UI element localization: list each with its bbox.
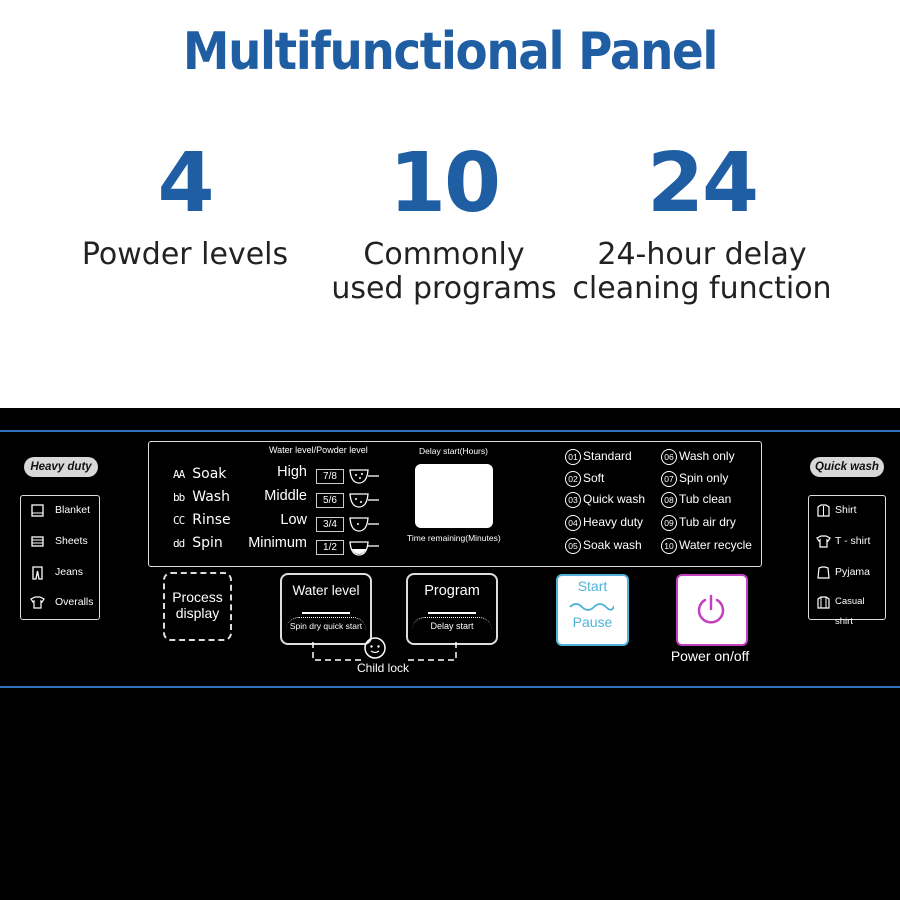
stat-delay: 24 24-hour delay cleaning function <box>562 138 842 306</box>
stage-label: Rinse <box>192 512 231 528</box>
stage-label: Spin <box>192 535 223 551</box>
level-fraction: 7/8 <box>316 469 344 484</box>
item-label: Sheets <box>55 535 88 547</box>
power-button[interactable] <box>676 574 748 646</box>
list-item: Jeans <box>21 562 99 582</box>
list-item: Casual shirt <box>809 592 885 627</box>
item-label: T - shirt <box>835 535 871 547</box>
level-label-minimum: Minimum <box>248 535 307 551</box>
start-pause-button[interactable]: Start Pause <box>556 574 629 646</box>
item-label: Blanket <box>55 504 91 516</box>
list-item: Shirt <box>809 500 885 520</box>
heavy-duty-list: Blanket Sheets Jeans Overalls <box>20 495 100 620</box>
item-label: Pyjama <box>835 566 871 578</box>
pause-label: Pause <box>572 614 613 630</box>
control-panel: Heavy duty Blanket Sheets Jeans Overalls… <box>0 408 900 900</box>
page-title: Multifunctional Panel <box>182 22 719 82</box>
water-powder-title: Water level/Powder level <box>269 445 368 455</box>
button-label: Water level <box>292 583 360 598</box>
quick-wash-list: Shirt T - shirt Pyjama Casual shirt <box>808 495 886 627</box>
button-bar <box>428 612 476 614</box>
list-item: T - shirt <box>809 531 885 551</box>
quick-wash-badge: Quick wash <box>810 457 884 477</box>
stat-label: Commonly used programs <box>331 237 557 306</box>
stat-number: 4 <box>157 136 214 231</box>
stage-spin: dd Spin <box>173 535 223 551</box>
stat-powder-levels: 4 Powder levels <box>45 138 325 272</box>
segment-glyph: AA <box>173 468 185 481</box>
item-label: Casual shirt <box>835 596 865 627</box>
stage-label: Wash <box>192 489 230 505</box>
item-label: Jeans <box>55 566 84 578</box>
stat-programs: 10 Commonly used programs <box>304 138 584 306</box>
button-label: Program <box>424 583 480 599</box>
power-icon <box>697 594 725 624</box>
stage-label: Soak <box>192 466 227 482</box>
level-fraction: 1/2 <box>316 540 344 555</box>
wave-icon <box>569 603 614 611</box>
level-fraction: 3/4 <box>316 517 344 532</box>
stage-wash: bb Wash <box>173 489 230 505</box>
level-label-high: High <box>277 464 307 480</box>
start-label: Start <box>577 578 608 594</box>
stat-label: Powder levels <box>81 237 289 272</box>
child-lock-icon <box>364 637 386 659</box>
panel-bottom-line <box>0 686 900 688</box>
stat-number: 24 <box>646 136 759 231</box>
list-item: Blanket <box>21 500 99 520</box>
powder-cup-icon <box>349 469 379 556</box>
segment-glyph: bb <box>173 491 185 504</box>
power-label: Power on/off <box>670 648 750 664</box>
stat-number: 10 <box>388 136 501 231</box>
button-sublabel: Spin dry quick start <box>289 621 363 631</box>
item-label: Shirt <box>835 504 857 516</box>
child-lock-bracket <box>312 642 457 661</box>
level-label-low: Low <box>280 512 307 528</box>
stage-rinse: CC Rinse <box>173 512 231 528</box>
item-label: Overalls <box>55 596 94 608</box>
list-item: Sheets <box>21 531 99 551</box>
display-panel: Water level/Powder level AA Soak bb Wash C… <box>148 441 762 567</box>
heavy-duty-badge: Heavy duty <box>24 457 98 477</box>
list-item: Pyjama <box>809 562 885 582</box>
level-label-middle: Middle <box>264 488 307 504</box>
water-level-button[interactable]: Water level Spin dry quick start <box>280 573 372 645</box>
level-fraction: 5/6 <box>316 493 344 508</box>
program-button[interactable]: Program Delay start <box>406 573 498 645</box>
process-display-button[interactable]: Process display <box>163 572 232 641</box>
stage-soak: AA Soak <box>173 466 226 482</box>
dotted-arc <box>412 617 492 630</box>
stat-label: 24-hour delay cleaning function <box>572 237 832 306</box>
button-sublabel: Delay start <box>430 621 474 631</box>
delay-start-title: Delay start(Hours) <box>419 446 488 456</box>
panel-top-line <box>0 430 900 432</box>
dotted-arc <box>286 617 366 630</box>
segment-glyph: CC <box>173 514 185 527</box>
segment-glyph: dd <box>173 537 185 550</box>
list-item: Overalls <box>21 592 99 612</box>
digital-readout <box>415 464 493 528</box>
child-lock-label: Child lock <box>356 661 410 675</box>
button-bar <box>302 612 350 614</box>
time-remaining-label: Time remaining(Minutes) <box>407 533 501 543</box>
